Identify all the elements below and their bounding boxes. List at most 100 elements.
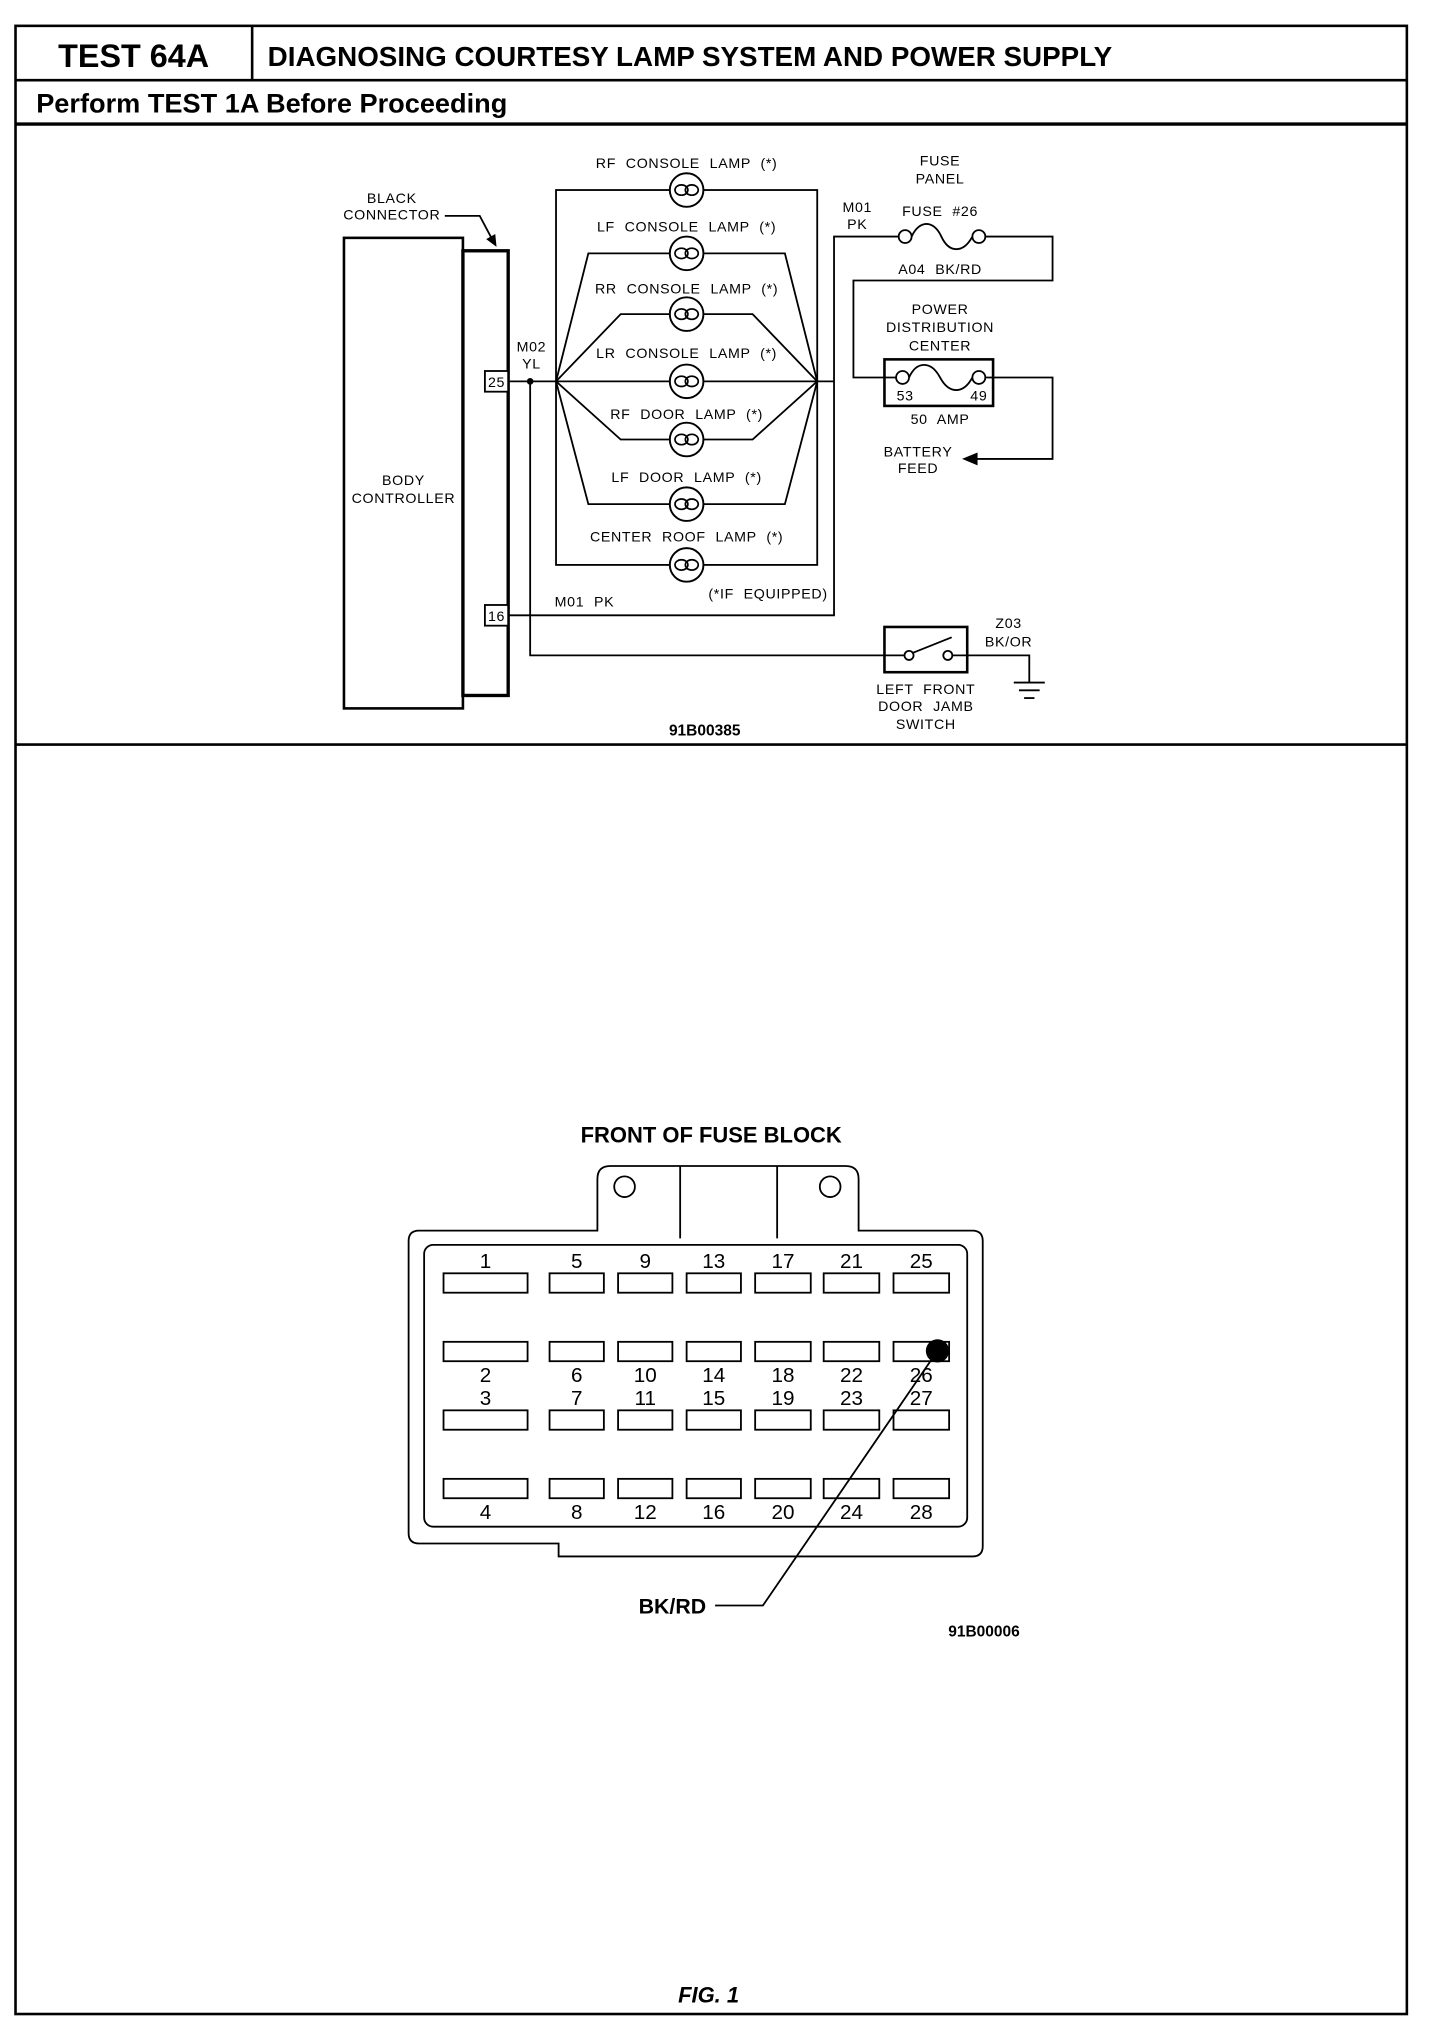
lamp-bulb-icon [668, 363, 705, 400]
fuse-cavity-number: 8 [571, 1501, 583, 1524]
pdc-label-line2: DISTRIBUTION [886, 320, 994, 336]
fuse-cavity [548, 1340, 605, 1363]
fuse-cavity [892, 1477, 951, 1500]
m01-pk-wire [508, 235, 899, 617]
fuse-cavity [754, 1272, 812, 1294]
lamp-rf-door: RF DOOR LAMP (*) [610, 407, 762, 458]
fuse-cavity [617, 1409, 674, 1431]
fuse-cavity-number: 14 [702, 1364, 725, 1387]
m02-circuit-label-line1: M02 [517, 340, 547, 356]
pdc-fuse-terminal-right [971, 370, 987, 385]
pdc-fuse-rating: 50 AMP [911, 412, 970, 428]
schematic-drawing-number: 91B00385 [669, 723, 741, 740]
fuse-cavity-number: 1 [480, 1250, 492, 1273]
lamp-bulb-icon [668, 172, 705, 208]
fuse-cavity [754, 1340, 812, 1363]
fuse-cavity [617, 1272, 674, 1294]
test-title: DIAGNOSING COURTESY LAMP SYSTEM AND POWE… [268, 41, 1113, 72]
m02-to-door-switch-wire [529, 381, 905, 657]
lamp-lf-door: LF DOOR LAMP (*) [611, 470, 761, 522]
fuse-cavity [892, 1409, 951, 1431]
fuse-cavity-number: 12 [634, 1501, 657, 1524]
pdc-fuse-box [883, 358, 995, 408]
body-controller-label-line1: BODY [382, 473, 425, 489]
a04-circuit-label: A04 BK/RD [898, 262, 982, 278]
fuse-cavity [822, 1409, 881, 1431]
door-jamb-switch-label-line2: DOOR JAMB [878, 699, 974, 715]
lamp-lf-console: LF CONSOLE LAMP (*) [597, 219, 776, 272]
fuse-cavity [442, 1409, 529, 1431]
fuse-26-label: FUSE #26 [902, 204, 978, 220]
probe-leader-line [715, 1350, 939, 1607]
lamp-label: RR CONSOLE LAMP (*) [595, 281, 778, 297]
pdc-terminal-49: 49 [970, 389, 987, 405]
lamp-label: LF CONSOLE LAMP (*) [597, 219, 776, 235]
fuse-cavity-number: 23 [840, 1387, 863, 1410]
z03-circuit-label-line1: Z03 [995, 616, 1021, 632]
fuse-cavity-number: 11 [635, 1387, 656, 1410]
fuse-cavity-number: 18 [771, 1364, 794, 1387]
fuse-cavity-number: 27 [910, 1387, 933, 1410]
fuse-cavity [685, 1409, 742, 1431]
fuse-cavity-number: 19 [771, 1387, 794, 1410]
switch-blade [912, 636, 953, 654]
a04-bk-rd-wire [852, 235, 1054, 379]
door-jamb-switch-label-line1: LEFT FRONT [876, 682, 975, 698]
z03-circuit-label-line2: BK/OR [985, 634, 1032, 650]
fuse-cavity [892, 1272, 951, 1294]
switch-contact-left [903, 649, 915, 661]
fuse-cavity-number: 15 [702, 1387, 725, 1410]
battery-feed-label-line2: FEED [898, 461, 939, 477]
fuse-cavity-number: 28 [910, 1501, 933, 1524]
fuse-block-outline [407, 1165, 984, 1558]
fuse-cavity-number: 9 [639, 1250, 651, 1273]
door-jamb-switch-body [883, 625, 969, 674]
lamp-label: RF CONSOLE LAMP (*) [596, 156, 778, 172]
lamp-center-roof: CENTER ROOF LAMP (*) [590, 530, 783, 583]
fuse-cavity [822, 1477, 881, 1500]
black-connector [461, 249, 510, 698]
battery-feed-wire [972, 376, 1054, 460]
wiring-schematic: BODY CONTROLLER BLACK CONNECTOR 25 16 M0… [342, 153, 1054, 740]
black-connector-arrowhead [486, 233, 497, 247]
fuse-cavity [442, 1340, 529, 1363]
pdc-label-line3: CENTER [909, 338, 971, 354]
fuse-cavity [442, 1272, 529, 1294]
figure-caption: FIG. 1 [678, 1982, 739, 2007]
fuse-cavity-number: 22 [840, 1364, 863, 1387]
body-controller-label-line2: CONTROLLER [352, 491, 456, 507]
black-connector-label-line1: BLACK [367, 191, 417, 207]
fuse-cavity-number: 6 [571, 1364, 583, 1387]
m02-splice-dot [526, 377, 534, 385]
lamp-label: CENTER ROOF LAMP (*) [590, 530, 783, 546]
lamp-bulb-icon [668, 421, 705, 458]
mounting-hole-right [818, 1175, 842, 1198]
m01-circuit-label-top-line1: M01 [843, 200, 873, 216]
fuse-cavity [548, 1477, 605, 1500]
fuse-26-element [910, 223, 974, 251]
fuse-cavity [685, 1477, 742, 1500]
fuse-cavity [754, 1409, 812, 1431]
page-frame [14, 24, 1409, 2016]
black-connector-label-line2: CONNECTOR [343, 208, 440, 224]
fuse-cavity [685, 1340, 742, 1363]
lamp-bulb-icon [668, 296, 705, 332]
pdc-label-line1: POWER [912, 302, 969, 318]
fuse-cavity-number: 24 [840, 1501, 863, 1524]
probe-point-marker [925, 1339, 950, 1363]
probe-wire-label: BK/RD [639, 1594, 707, 1618]
pin-16-label: 16 [488, 609, 505, 625]
battery-feed-arrowhead [962, 452, 978, 466]
fuse-cavity-number: 7 [571, 1387, 583, 1410]
black-connector-leader [444, 214, 493, 239]
lamp-lr-console: LR CONSOLE LAMP (*) [596, 346, 776, 400]
prerequisite-note: Perform TEST 1A Before Proceeding [36, 87, 507, 118]
switch-contact-right [942, 649, 954, 661]
fuse-cavity [685, 1272, 742, 1294]
door-jamb-switch-label-line3: SWITCH [896, 717, 956, 733]
fuse-cavity-number: 3 [480, 1387, 492, 1410]
pin-25-label: 25 [488, 375, 505, 391]
